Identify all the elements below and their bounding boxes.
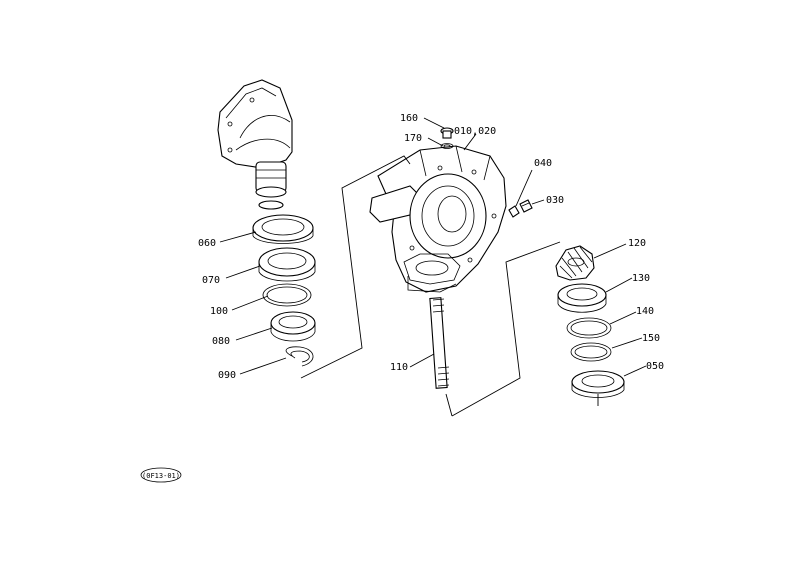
part-120-bevel-gear — [555, 245, 595, 281]
label-040: 040 — [534, 158, 552, 169]
part-170-washer — [440, 143, 454, 149]
part-040-plug — [508, 205, 520, 218]
drawing-code: (0F13-01) — [142, 472, 180, 480]
label-160: 160 — [400, 113, 418, 124]
part-130-bearing — [557, 283, 607, 313]
label-110: 110 — [390, 362, 408, 373]
part-050-oil-seal — [571, 370, 625, 398]
assembly-bracket-left — [300, 155, 411, 379]
label-010-020: 010,020 — [454, 126, 496, 137]
label-100: 100 — [210, 306, 228, 317]
leader-lines — [219, 117, 647, 406]
label-080: 080 — [212, 336, 230, 347]
upper-cover-housing — [217, 79, 293, 210]
part-150-snap-ring — [570, 342, 612, 362]
label-070: 070 — [202, 275, 220, 286]
drawing-code-badge: (0F13-01) — [140, 467, 182, 483]
assembly-bracket-right — [445, 241, 561, 417]
label-090: 090 — [218, 370, 236, 381]
gear-case-housing — [369, 145, 507, 293]
label-120: 120 — [628, 238, 646, 249]
part-100-snap-ring — [262, 283, 312, 307]
part-030-washer — [519, 199, 533, 213]
part-060-oil-seal — [252, 214, 314, 244]
label-050: 050 — [646, 361, 664, 372]
label-060: 060 — [198, 238, 216, 249]
label-140: 140 — [636, 306, 654, 317]
label-150: 150 — [642, 333, 660, 344]
part-090-circlip — [285, 346, 314, 367]
part-140-ring — [566, 317, 612, 339]
label-030: 030 — [546, 195, 564, 206]
label-130: 130 — [632, 273, 650, 284]
part-160-plug — [440, 127, 454, 139]
label-170: 170 — [404, 133, 422, 144]
part-080-bearing — [270, 311, 316, 342]
part-110-shaft — [429, 297, 450, 389]
part-070-bearing — [258, 247, 316, 282]
